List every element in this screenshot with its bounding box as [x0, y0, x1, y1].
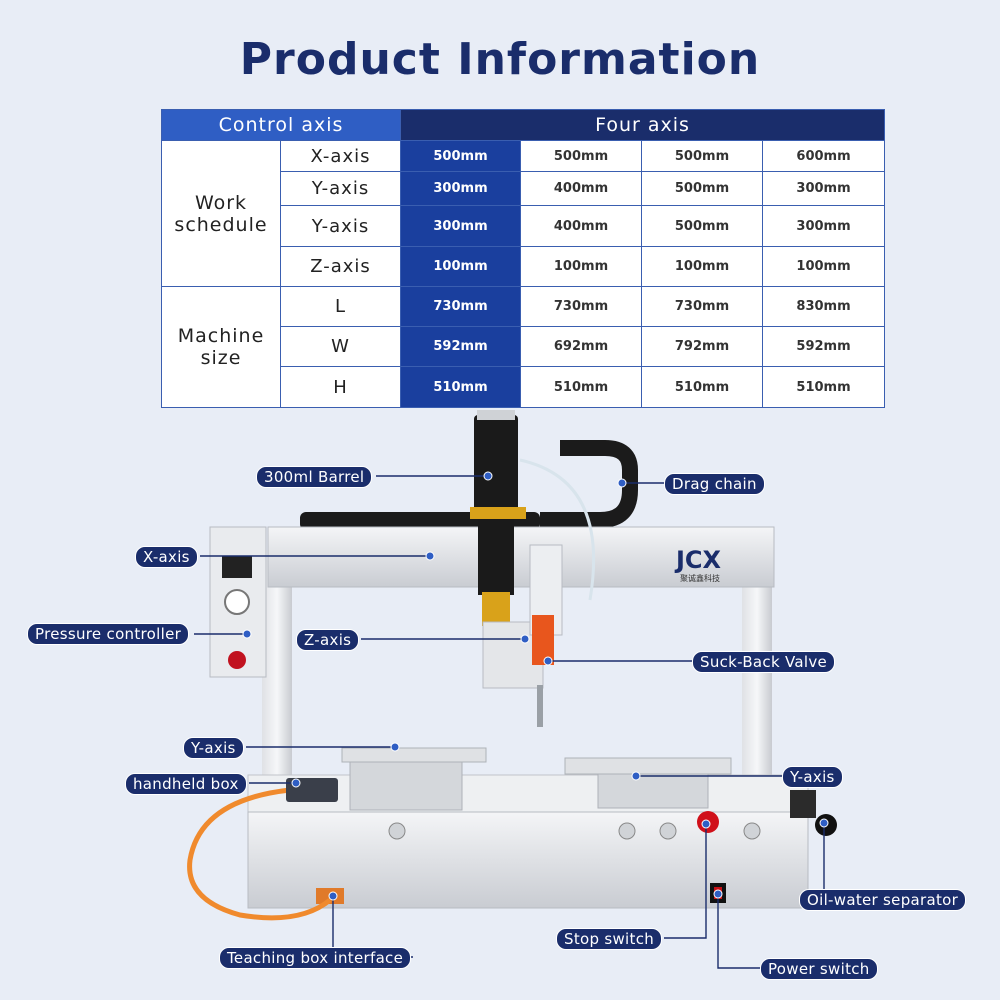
nozzle-holder — [482, 592, 510, 626]
callout-teaching-box-interface: Teaching box interface — [219, 947, 412, 969]
screw — [618, 822, 636, 840]
row-axis: L — [279, 286, 402, 327]
drag-chain-loop — [540, 440, 638, 528]
stop-button — [697, 811, 719, 833]
cell-value: 692mm — [520, 326, 643, 367]
callout-y-axis-left: Y-axis — [183, 737, 244, 759]
cell-value: 500mm — [400, 140, 522, 172]
cell-value: 600mm — [762, 140, 886, 172]
callout-z-axis: Z-axis — [296, 629, 360, 651]
cell-value: 510mm — [641, 366, 764, 408]
callout-stop-switch: Stop switch — [556, 928, 663, 950]
row-axis: Z-axis — [279, 246, 402, 287]
pressure-gauge — [224, 589, 250, 615]
barrel — [474, 415, 518, 515]
cell-value: 300mm — [762, 171, 886, 206]
cell-value: 792mm — [641, 326, 764, 367]
handheld-box — [286, 778, 338, 802]
orange-cable — [187, 787, 332, 921]
callout-oil-water-separator: Oil-water separator — [799, 889, 967, 911]
cell-value: 730mm — [641, 286, 764, 327]
cell-value: 510mm — [520, 366, 643, 408]
header-four-axis: Four axis — [400, 109, 886, 141]
brand-subtitle: 聚诚鑫科技 — [680, 573, 720, 583]
cell-value: 510mm — [762, 366, 886, 408]
brand-logo: JCX — [674, 546, 722, 574]
cell-value: 730mm — [400, 286, 522, 327]
cell-value: 510mm — [400, 366, 522, 408]
callout-suck-back-valve: Suck-Back Valve — [692, 651, 836, 673]
row-axis: W — [279, 326, 402, 367]
cell-value: 100mm — [520, 246, 643, 287]
cell-value: 100mm — [400, 246, 522, 287]
cell-value: 730mm — [520, 286, 643, 327]
group-size-line1: Machine — [177, 325, 265, 347]
row-axis: Y-axis — [279, 171, 402, 206]
dispensing-machine-illustration: JCX 聚诚鑫科技 — [187, 410, 837, 921]
pressure-display — [222, 556, 252, 578]
callout-y-axis-right: Y-axis — [782, 766, 843, 788]
screw — [388, 822, 406, 840]
y-platform-right — [564, 757, 732, 775]
screw — [659, 822, 677, 840]
cell-value: 500mm — [641, 140, 764, 172]
group-size-line2: size — [200, 347, 242, 369]
header-control-axis: Control axis — [160, 109, 402, 141]
cell-value: 500mm — [641, 205, 764, 247]
callout-power-switch: Power switch — [760, 958, 878, 980]
row-axis: X-axis — [279, 140, 402, 172]
row-axis: Y-axis — [279, 205, 402, 247]
callout-drag-chain: Drag chain — [664, 473, 765, 495]
row-axis: H — [279, 366, 402, 408]
page-title: Product Information — [239, 34, 761, 85]
cell-value: 400mm — [520, 171, 643, 206]
needle — [537, 685, 543, 727]
oil-water-separator-body — [790, 790, 816, 818]
callout-barrel: 300ml Barrel — [256, 466, 373, 488]
pressure-knob — [228, 651, 246, 669]
cell-value: 592mm — [400, 326, 522, 367]
callout-x-axis: X-axis — [135, 546, 198, 568]
cell-value: 400mm — [520, 205, 643, 247]
barrel-lower — [478, 519, 514, 595]
group-work-line2: schedule — [174, 213, 268, 236]
cell-value: 100mm — [641, 246, 764, 287]
power-rocker-led — [714, 887, 722, 899]
cell-value: 830mm — [762, 286, 886, 327]
oil-water-separator-knob — [815, 814, 837, 836]
y-slide-left — [349, 761, 463, 811]
callout-pressure-controller: Pressure controller — [27, 623, 190, 645]
screw — [743, 822, 761, 840]
y-slide-right — [597, 773, 709, 809]
group-work-line1: Work — [194, 191, 248, 214]
barrel-cap — [477, 410, 515, 420]
cell-value: 592mm — [762, 326, 886, 367]
cell-value: 100mm — [762, 246, 886, 287]
air-tube — [519, 458, 596, 601]
barrel-holder — [470, 507, 526, 519]
callout-handheld-box: handheld box — [125, 773, 247, 795]
x-beam — [267, 526, 775, 588]
cell-value: 300mm — [762, 205, 886, 247]
left-upright — [262, 560, 292, 780]
cell-value: 500mm — [520, 140, 643, 172]
y-platform-left — [341, 747, 487, 763]
cell-value: 300mm — [400, 171, 522, 206]
cell-value: 500mm — [641, 171, 764, 206]
suck-back-valve — [532, 615, 554, 665]
cell-value: 300mm — [400, 205, 522, 247]
